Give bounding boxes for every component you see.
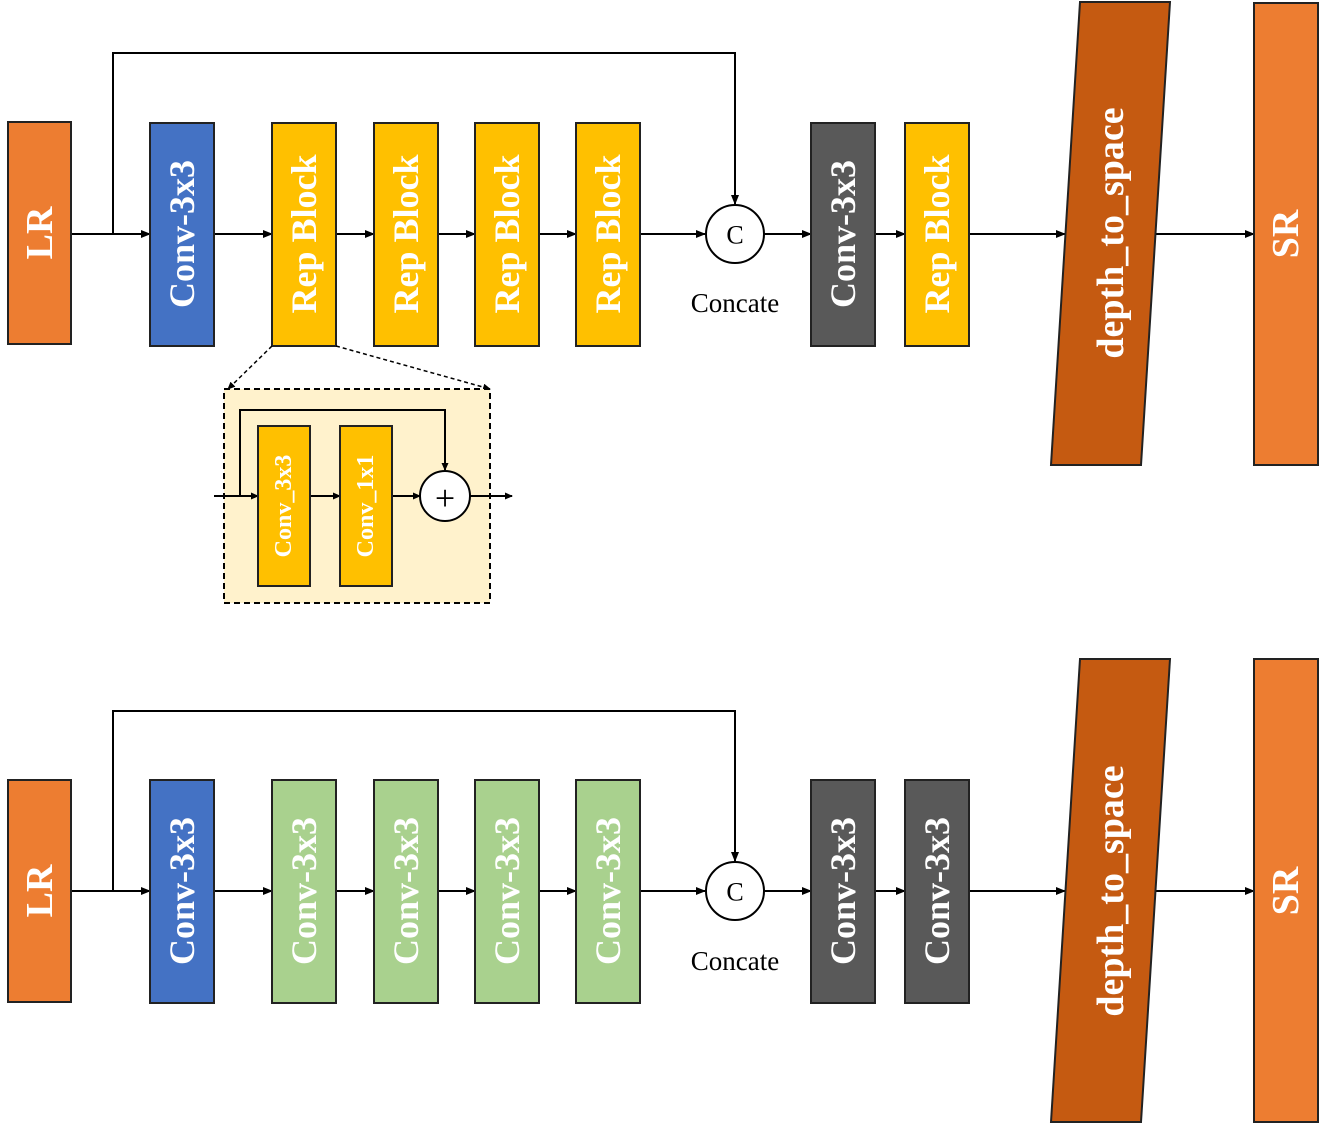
bottom-conv-block-label: Conv-3x3: [487, 817, 527, 965]
bottom-conv-first-block: Conv-3x3: [149, 779, 215, 1004]
top-skip-connection: [112, 52, 739, 234]
top-rep-block-rect: [373, 122, 439, 347]
rep-block-detail: Conv_3x3 Conv_1x1 +: [214, 345, 513, 604]
top-sr-rect: [1253, 2, 1319, 466]
bottom-conv-block-rect: [373, 779, 439, 1004]
top-rep-block-rect: [575, 122, 641, 347]
detail-expand-line-right: [335, 345, 491, 391]
detail-conv-3x3-rect: [257, 425, 311, 587]
bottom-conv-first-rect: [149, 779, 215, 1004]
circle-c-icon: [705, 204, 765, 264]
bottom-depth-to-space-shape: [1049, 658, 1172, 1123]
bottom-conv-first-label: Conv-3x3: [162, 817, 202, 965]
top-rep-block-2: Rep Block: [373, 122, 439, 347]
bottom-depth-to-space-label: depth_to_space: [1090, 765, 1132, 1016]
detail-conv-3x3-label: Conv_3x3: [271, 455, 297, 558]
top-lr-rect: [7, 121, 72, 345]
bottom-conv-block-rect: [271, 779, 337, 1004]
top-sr-block: SR: [1253, 2, 1319, 466]
bottom-depth-to-space-block: depth_to_space: [1049, 658, 1172, 1123]
top-concat-node: C Concate: [691, 204, 779, 318]
detail-residual-connection: [239, 409, 449, 496]
bottom-conv-block-label: Conv-3x3: [386, 817, 426, 965]
bottom-concat-label: Concate: [691, 946, 779, 976]
bottom-post-conv-block: Conv-3x3: [810, 779, 876, 1004]
top-post-conv-rect: [810, 122, 876, 347]
top-rep-block-rect: [271, 122, 337, 347]
top-lr-label: LR: [19, 206, 61, 259]
bottom-conv-block-rect: [474, 779, 540, 1004]
bottom-sr-rect: [1253, 658, 1319, 1123]
top-conv-first-rect: [149, 122, 215, 347]
bottom-conv-block-3: Conv-3x3: [474, 779, 540, 1004]
top-post-rep-label: Rep Block: [917, 154, 957, 313]
bottom-sr-label: SR: [1265, 866, 1307, 915]
top-rep-block-4: Rep Block: [575, 122, 641, 347]
bottom-pipeline: LR Conv-3x3 Conv-3x3 Conv-3x3 Conv-3x3 C…: [7, 658, 1319, 1123]
top-post-rep-block: Rep Block: [904, 122, 970, 347]
top-rep-block-3: Rep Block: [474, 122, 540, 347]
bottom-lr-block: LR: [7, 779, 72, 1003]
bottom-lr-label: LR: [19, 864, 61, 917]
detail-conv-1x1-block: Conv_1x1: [339, 425, 393, 587]
bottom-post-conv-label-2: Conv-3x3: [917, 817, 957, 965]
detail-add-node: +: [419, 470, 471, 522]
top-depth-to-space-label: depth_to_space: [1090, 107, 1132, 358]
top-rep-block-label: Rep Block: [386, 154, 426, 313]
top-concat-label: Concate: [691, 288, 779, 318]
top-concat-symbol: C: [726, 221, 743, 250]
bottom-conv-block-4: Conv-3x3: [575, 779, 641, 1004]
bottom-post-conv-rect-2: [904, 779, 970, 1004]
top-conv-first-block: Conv-3x3: [149, 122, 215, 347]
bottom-conv-block-label: Conv-3x3: [284, 817, 324, 965]
bottom-concat-symbol: C: [726, 878, 743, 907]
bottom-post-conv-rect: [810, 779, 876, 1004]
detail-conv-3x3-block: Conv_3x3: [257, 425, 311, 587]
top-rep-block-rect: [474, 122, 540, 347]
circle-c-icon: [705, 861, 765, 921]
top-post-rep-rect: [904, 122, 970, 347]
bottom-sr-block: SR: [1253, 658, 1319, 1123]
bottom-post-conv-label: Conv-3x3: [823, 817, 863, 965]
detail-conv-1x1-rect: [339, 425, 393, 587]
bottom-lr-rect: [7, 779, 72, 1003]
top-pipeline: LR Conv-3x3 Rep Block Rep Block Rep Bloc…: [7, 1, 1319, 466]
top-depth-to-space-shape: [1049, 1, 1172, 466]
top-depth-to-space-block: depth_to_space: [1049, 1, 1172, 466]
top-lr-block: LR: [7, 121, 72, 345]
bottom-conv-block-1: Conv-3x3: [271, 779, 337, 1004]
bottom-conv-block-2: Conv-3x3: [373, 779, 439, 1004]
bottom-conv-block-label: Conv-3x3: [588, 817, 628, 965]
top-rep-block-1: Rep Block: [271, 122, 337, 347]
bottom-conv-block-rect: [575, 779, 641, 1004]
bottom-skip-connection: [112, 710, 739, 891]
bottom-concat-node: C Concate: [691, 861, 779, 976]
detail-add-symbol: +: [435, 478, 455, 518]
top-rep-block-label: Rep Block: [487, 154, 527, 313]
detail-expand-line-left: [227, 345, 273, 390]
top-post-conv-label: Conv-3x3: [823, 160, 863, 308]
top-post-conv-block: Conv-3x3: [810, 122, 876, 347]
top-rep-block-label: Rep Block: [284, 154, 324, 313]
bottom-post-conv-block-2: Conv-3x3: [904, 779, 970, 1004]
top-rep-block-label: Rep Block: [588, 154, 628, 313]
detail-conv-1x1-label: Conv_1x1: [353, 455, 379, 558]
circle-plus-icon: [419, 470, 471, 522]
top-conv-first-label: Conv-3x3: [162, 160, 202, 308]
top-sr-label: SR: [1265, 209, 1307, 258]
